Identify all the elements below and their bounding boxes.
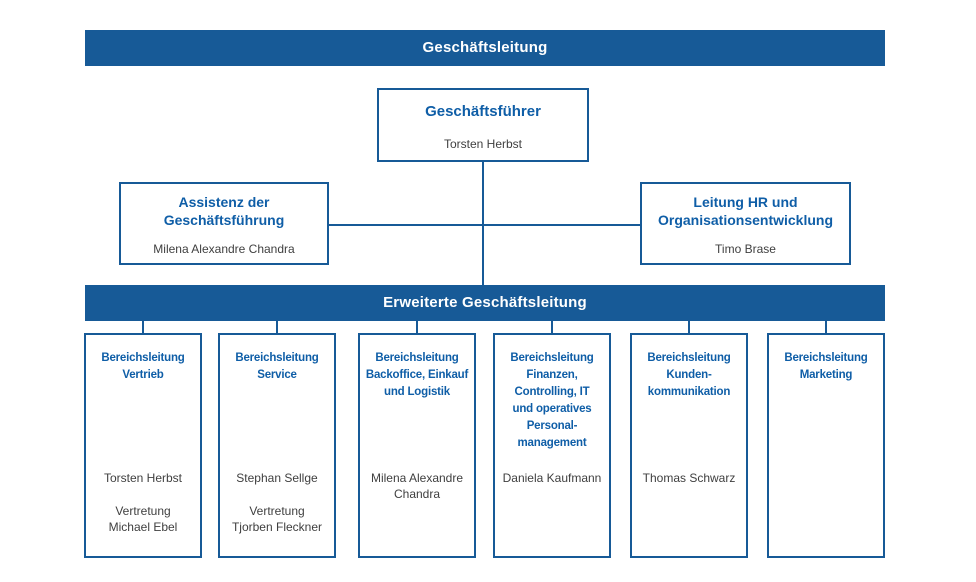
connector-dept-6 (825, 321, 827, 333)
dept-box-finanzen: Bereichsleitung Finanzen, Controlling, I… (493, 333, 611, 558)
dept-title: Bereichsleitung Marketing (784, 352, 868, 381)
connector-ceo-vertical (482, 162, 484, 285)
dept-deputy: Vertretung Michael Ebel (86, 503, 200, 535)
deputy-name: Tjorben Fleckner (231, 520, 323, 534)
dept-box-backoffice: Bereichsleitung Backoffice, Einkauf und … (358, 333, 476, 558)
hr-name: Timo Brase (715, 242, 776, 256)
ceo-box: Geschäftsführer Torsten Herbst (377, 88, 589, 162)
connector-dept-4 (551, 321, 553, 333)
hr-box: Leitung HR und Organisationsentwicklung … (640, 182, 851, 265)
extended-management-bar: Erweiterte Geschäftsleitung (85, 285, 885, 321)
deputy-label: Vertretung (249, 504, 305, 518)
ceo-title: Geschäftsführer (425, 103, 541, 120)
dept-deputy: Vertretung Tjorben Fleckner (220, 503, 334, 535)
deputy-label: Vertretung (115, 504, 171, 518)
hr-title: Leitung HR und Organisationsentwicklung (657, 194, 834, 228)
dept-title: Bereichsleitung Service (235, 352, 319, 381)
connector-dept-3 (416, 321, 418, 333)
dept-box-vertrieb: Bereichsleitung Vertrieb Torsten Herbst … (84, 333, 202, 558)
assistant-name: Milena Alexandre Chandra (153, 242, 295, 256)
connector-dept-1 (142, 321, 144, 333)
dept-title: Bereichsleitung Finanzen, Controlling, I… (510, 352, 594, 449)
dept-title: Bereichsleitung Kunden- kommunikation (647, 352, 731, 398)
dept-title: Bereichsleitung Backoffice, Einkauf und … (365, 352, 469, 398)
dept-name: Milena Alexandre Chandra (370, 471, 464, 501)
connector-staff-horizontal (329, 224, 641, 226)
assistant-box: Assistenz der Geschäftsführung Milena Al… (119, 182, 329, 265)
dept-box-service: Bereichsleitung Service Stephan Sellge V… (218, 333, 336, 558)
dept-name: Daniela Kaufmann (502, 471, 602, 485)
dept-name: Torsten Herbst (103, 471, 183, 485)
dept-box-kundenkommunikation: Bereichsleitung Kunden- kommunikation Th… (630, 333, 748, 558)
dept-name: Thomas Schwarz (642, 471, 736, 485)
dept-title: Bereichsleitung Vertrieb (101, 352, 185, 381)
connector-dept-2 (276, 321, 278, 333)
assistant-title: Assistenz der Geschäftsführung (163, 194, 285, 228)
dept-name: Stephan Sellge (236, 471, 318, 485)
dept-box-marketing: Bereichsleitung Marketing (767, 333, 885, 558)
deputy-name: Michael Ebel (108, 520, 178, 534)
connector-dept-5 (688, 321, 690, 333)
ceo-name: Torsten Herbst (443, 137, 523, 151)
top-level-bar: Geschäftsleitung (85, 30, 885, 66)
